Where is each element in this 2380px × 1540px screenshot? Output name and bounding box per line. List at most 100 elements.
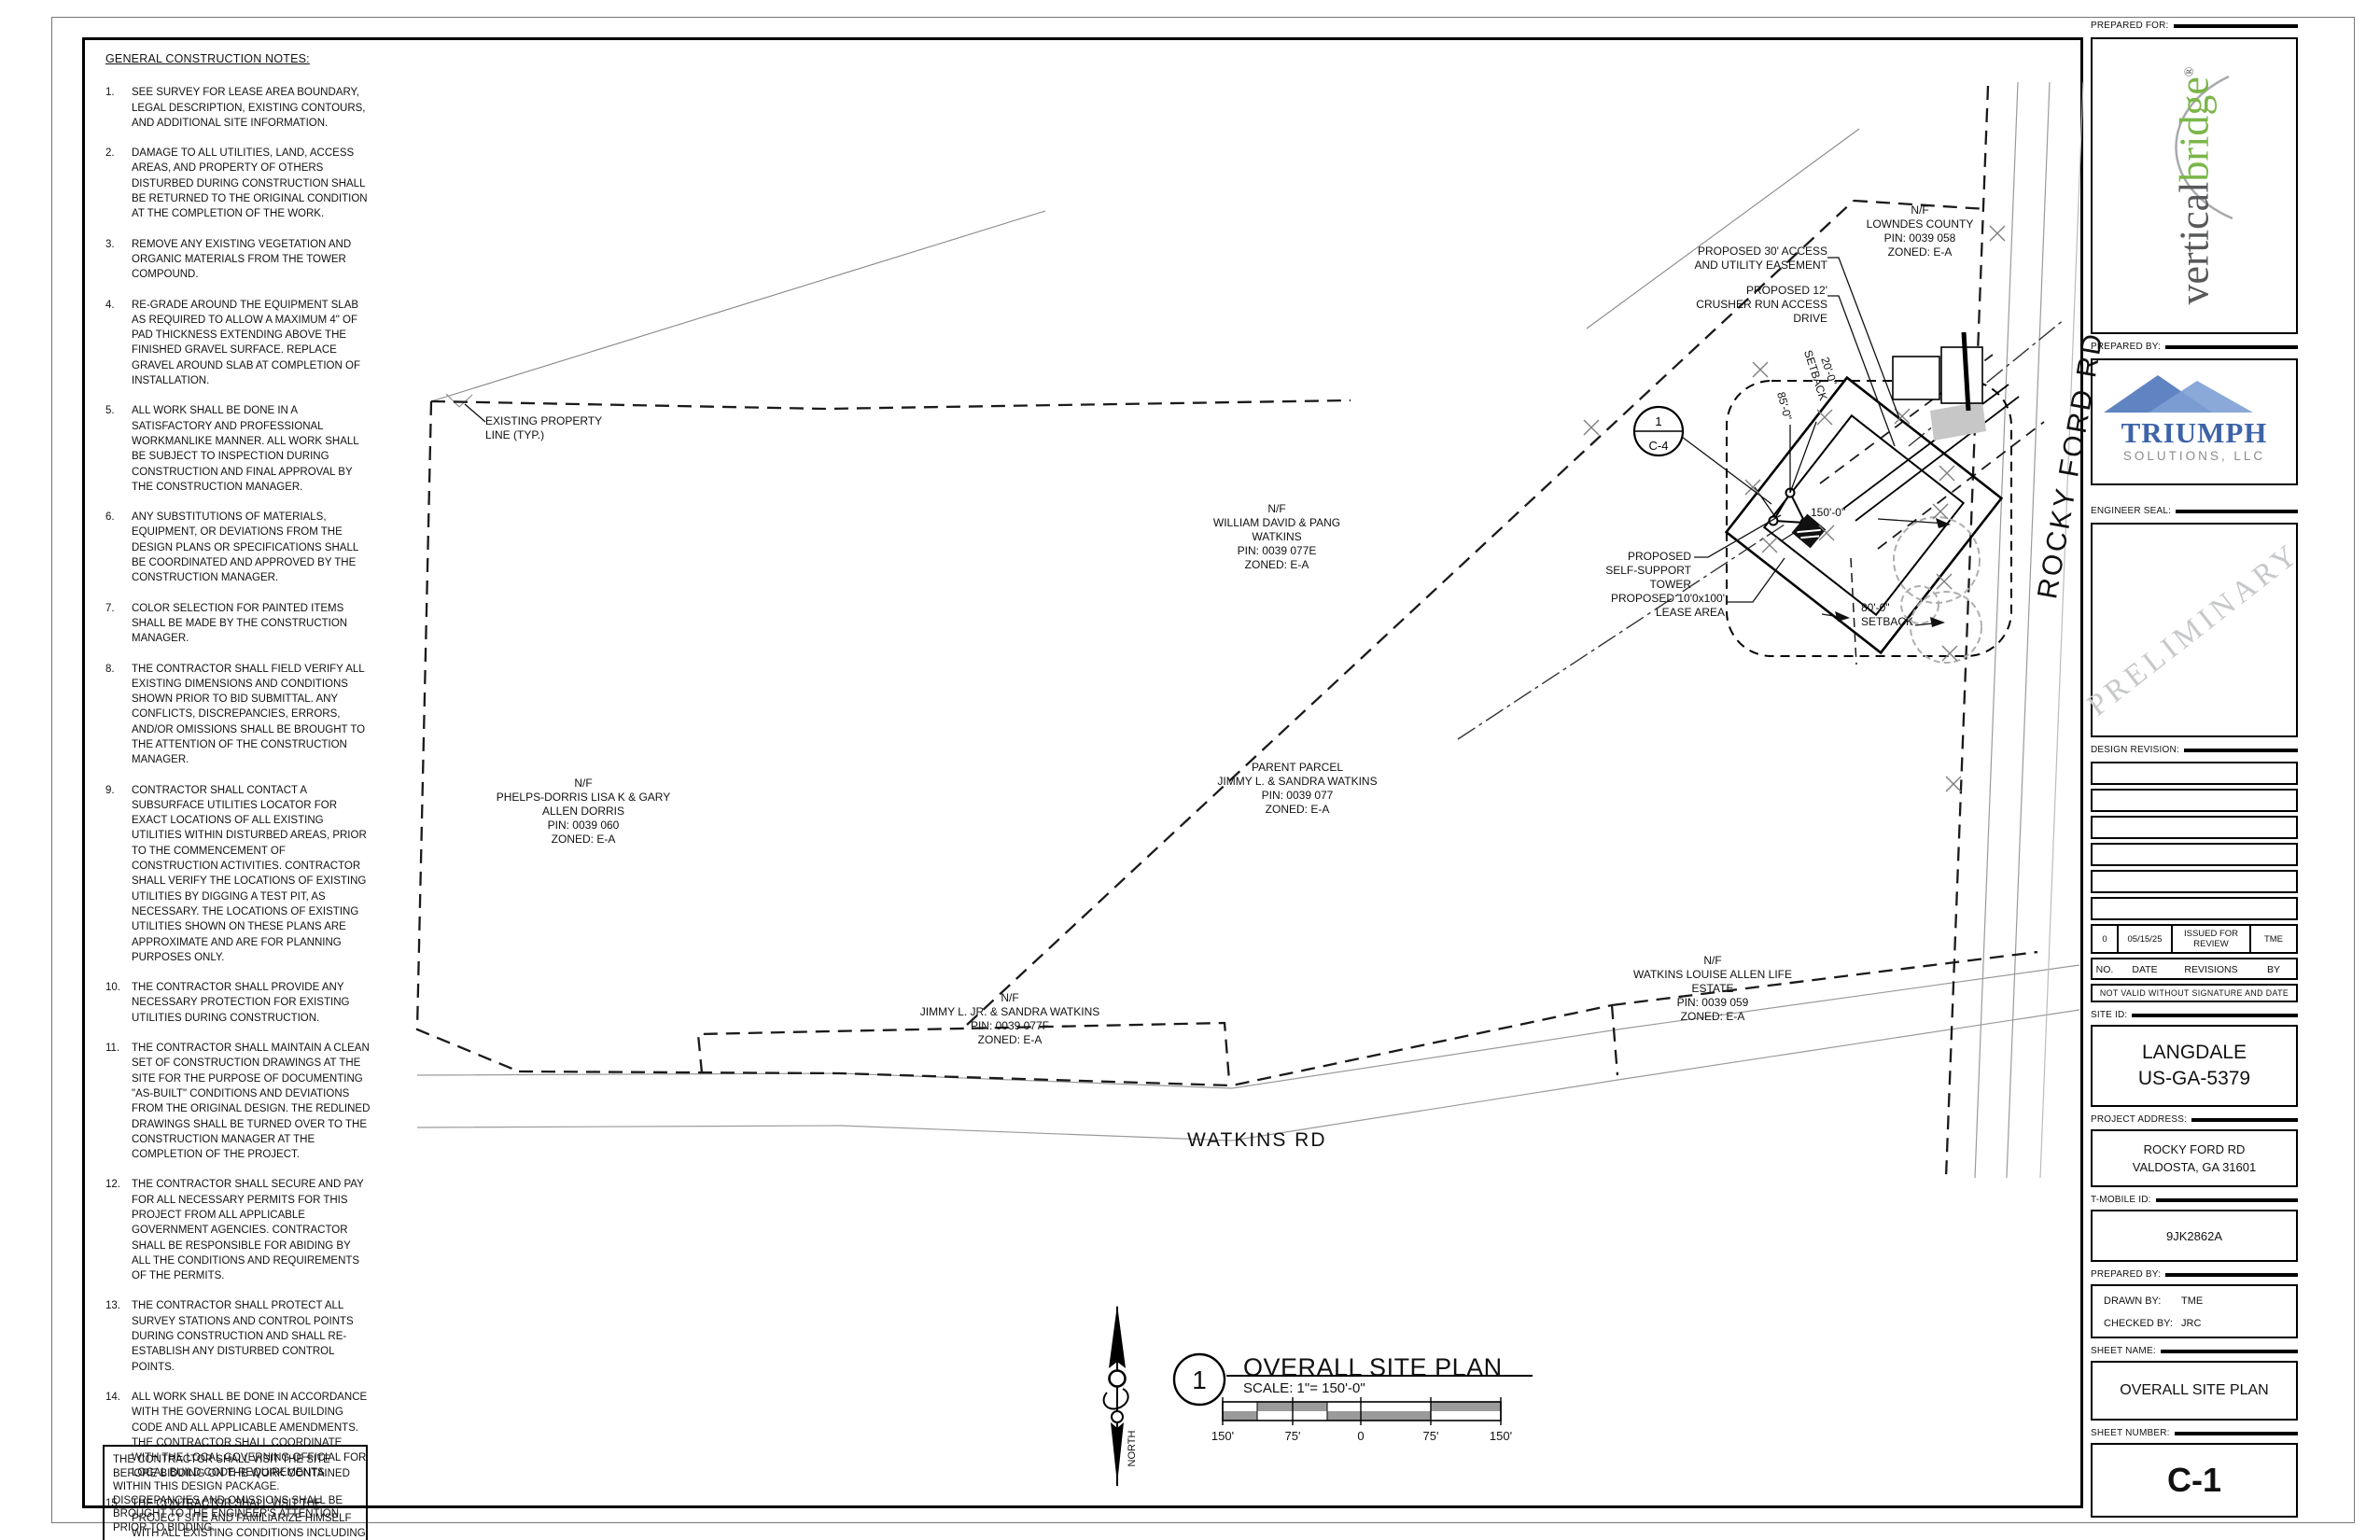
sheet-name-section-label: SHEET NAME: xyxy=(2091,1346,2298,1356)
bridge-swoosh-icon xyxy=(2175,75,2233,220)
note-item: 11.THE CONTRACTOR SHALL MAINTAIN A CLEAN… xyxy=(105,1043,371,1161)
scale-tick-label: 75' xyxy=(1285,1429,1301,1443)
vertical-bridge-logo: verticalbridge® xyxy=(2171,66,2218,305)
revision-by: TME xyxy=(2263,934,2284,945)
project-address-box: ROCKY FORD RD VALDOSTA, GA 31601 xyxy=(2091,1129,2298,1187)
callout-sheet-number: C-4 xyxy=(1649,439,1669,453)
address-street: ROCKY FORD RD xyxy=(2143,1142,2246,1156)
note-item: 15.THE CONTRACTOR SHALL VISIT THE PROJEC… xyxy=(105,1497,366,1540)
note-item: 8.THE CONTRACTOR SHALL FIELD VERIFY ALL … xyxy=(105,663,366,766)
project-address-section-label: PROJECT ADDRESS: xyxy=(2091,1114,2298,1125)
triumph-mountains-icon xyxy=(2104,375,2253,413)
note-item: 3.REMOVE ANY EXISTING VEGETATION AND ORG… xyxy=(105,238,352,281)
scale-tick-label: 75' xyxy=(1423,1429,1439,1443)
watkins-road-edges xyxy=(416,964,2080,1141)
drawn-checked-box: DRAWN BY: TME CHECKED BY: JRC xyxy=(2091,1284,2298,1338)
note-item: 5.ALL WORK SHALL BE DONE IN A SATISFACTO… xyxy=(105,405,359,493)
revision-description: ISSUED FOR REVIEW xyxy=(2183,929,2239,949)
revision-empty-row xyxy=(2091,897,2298,920)
revision-header-row: NO. DATE REVISIONS BY xyxy=(2091,958,2298,980)
property-boundaries xyxy=(415,85,2038,1179)
revision-no: 0 xyxy=(2102,934,2107,945)
bidding-note-box: THE CONTRACTOR SHALL VISIT THE SITE BEFO… xyxy=(103,1445,368,1540)
note-item: 7.COLOR SELECTION FOR PAINTED ITEMS SHAL… xyxy=(105,602,348,645)
access-easement-lines xyxy=(1819,354,2045,665)
validity-note: NOT VALID WITHOUT SIGNATURE AND DATE xyxy=(2091,984,2298,1002)
centerlines xyxy=(1457,318,2065,740)
setback-20-label: 20'-0" SETBACK xyxy=(1801,348,1840,402)
general-construction-notes: GENERAL CONSTRUCTION NOTES: 1.SEE SURVEY… xyxy=(105,51,371,1540)
north-label: NORTH xyxy=(1127,1430,1138,1466)
note-item: 6.ANY SUBSTITUTIONS OF MATERIALS, EQUIPM… xyxy=(105,511,358,584)
tmobile-id-box: 9JK2862A xyxy=(2091,1210,2298,1262)
prepared-by2-section-label: PREPARED BY: xyxy=(2091,1269,2298,1280)
revision-empty-row xyxy=(2091,789,2298,812)
viewport-number: 1 xyxy=(1192,1365,1207,1394)
tower-triangle xyxy=(1771,490,1807,525)
revision-row-0: 0 05/15/25 ISSUED FOR REVIEW TME xyxy=(2091,924,2298,954)
existing-lines xyxy=(430,128,1860,408)
sheet-number-box: C-1 xyxy=(2091,1443,2298,1518)
tree-symbols xyxy=(1893,516,1982,664)
note-item: 14.ALL WORK SHALL BE DONE IN ACCORDANCE … xyxy=(105,1391,368,1479)
north-arrow-icon: NORTH xyxy=(1102,1305,1138,1486)
dim-150-label: 150'-0" xyxy=(1811,506,1846,519)
viewport-scale: SCALE: 1"= 150'-0" xyxy=(1243,1380,1365,1396)
drawn-by-value: TME xyxy=(2181,1295,2204,1307)
watkins-rd-label: WATKINS RD xyxy=(1187,1129,1327,1151)
note-item: 12.THE CONTRACTOR SHALL SECURE AND PAY F… xyxy=(105,1179,364,1282)
revision-empty-row xyxy=(2091,762,2298,785)
tmobile-id-section-label: T-MOBILE ID: xyxy=(2091,1195,2298,1205)
scale-tick-label: 0 xyxy=(1357,1429,1364,1443)
tower-compound xyxy=(1724,375,2020,657)
tmobile-id-value: 9JK2862A xyxy=(2166,1228,2222,1243)
dim-85-label: 85'-0" xyxy=(1774,390,1794,421)
note-item: 1.SEE SURVEY FOR LEASE AREA BOUNDARY, LE… xyxy=(105,87,366,129)
rocky-ford-road-edges xyxy=(1974,81,2084,1179)
checked-by-label: CHECKED BY: xyxy=(2104,1318,2173,1329)
engineer-seal-section-label: ENGINEER SEAL: xyxy=(2091,506,2298,516)
note-item: 13.THE CONTRACTOR SHALL PROTECT ALL SURV… xyxy=(105,1300,354,1373)
site-id-code: US-GA-5379 xyxy=(2137,1068,2251,1089)
triumph-logo-sub: SOLUTIONS, LLC xyxy=(2122,448,2266,463)
revision-date: 05/15/25 xyxy=(2127,934,2163,945)
note-item: 9.CONTRACTOR SHALL CONTACT A SUBSURFACE … xyxy=(105,784,367,963)
checked-by-value: JRC xyxy=(2181,1318,2202,1329)
setback-80-label: 80'-0"SETBACK xyxy=(1861,601,1914,628)
arrowheads xyxy=(1835,518,1951,627)
notes-title: GENERAL CONSTRUCTION NOTES: xyxy=(105,52,310,65)
preliminary-watermark: PRELIMINARY xyxy=(2080,536,2307,723)
note-item: 4.RE-GRADE AROUND THE EQUIPMENT SLAB AS … xyxy=(105,299,360,387)
access-drive-lines xyxy=(1842,384,2020,522)
crusher-drive-label: PROPOSED 12'CRUSHER RUN ACCESS DRIVE xyxy=(1696,284,1827,325)
sheet-name-box: OVERALL SITE PLAN xyxy=(2091,1361,2298,1421)
prepared-by-section-label: PREPARED BY: xyxy=(2091,342,2298,352)
triumph-logo-box: TRIUMPH SOLUTIONS, LLC xyxy=(2091,358,2298,485)
revision-empty-row xyxy=(2091,816,2298,839)
revision-empty-row xyxy=(2091,843,2298,866)
survey-x-marks xyxy=(1583,225,2006,792)
address-city: VALDOSTA, GA 31601 xyxy=(2132,1160,2257,1174)
scale-tick-label: 150' xyxy=(1490,1429,1512,1443)
vertical-bridge-logo-box: verticalbridge® xyxy=(2091,37,2298,334)
drawing-area-border xyxy=(82,37,2083,1508)
sheet-name-value: OVERALL SITE PLAN xyxy=(2120,1382,2269,1398)
triumph-logo-name: TRIUMPH xyxy=(2121,415,2268,449)
viewport-title: OVERALL SITE PLAN xyxy=(1243,1353,1503,1381)
site-id-section-label: SITE ID: xyxy=(2091,1010,2298,1020)
site-id-box: LANGDALE US-GA-5379 xyxy=(2091,1025,2298,1107)
sheet-number-section-label: SHEET NUMBER: xyxy=(2091,1428,2298,1438)
note-item: 2.DAMAGE TO ALL UTILITIES, LAND, ACCESS … xyxy=(105,147,368,220)
engineer-seal-box: PRELIMINARY xyxy=(2081,523,2307,737)
note-item: 10.THE CONTRACTOR SHALL PROVIDE ANY NECE… xyxy=(105,982,350,1024)
